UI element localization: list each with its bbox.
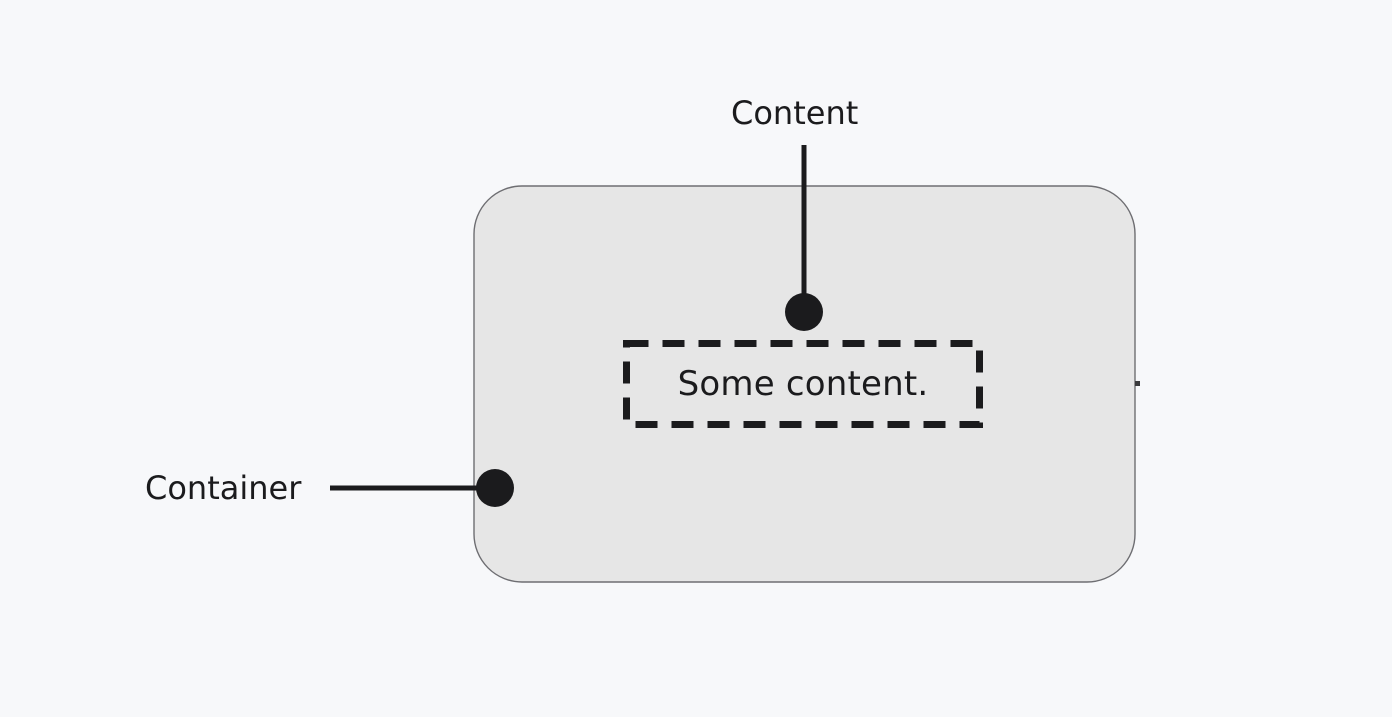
container-annotation-label: Container (145, 469, 302, 507)
content-annotation-label: Content (731, 94, 859, 132)
content-box-text: Some content. (677, 364, 929, 404)
edge-tick-mark (1135, 381, 1140, 386)
content-leader-dot (785, 293, 823, 331)
container-leader-dot (476, 469, 514, 507)
